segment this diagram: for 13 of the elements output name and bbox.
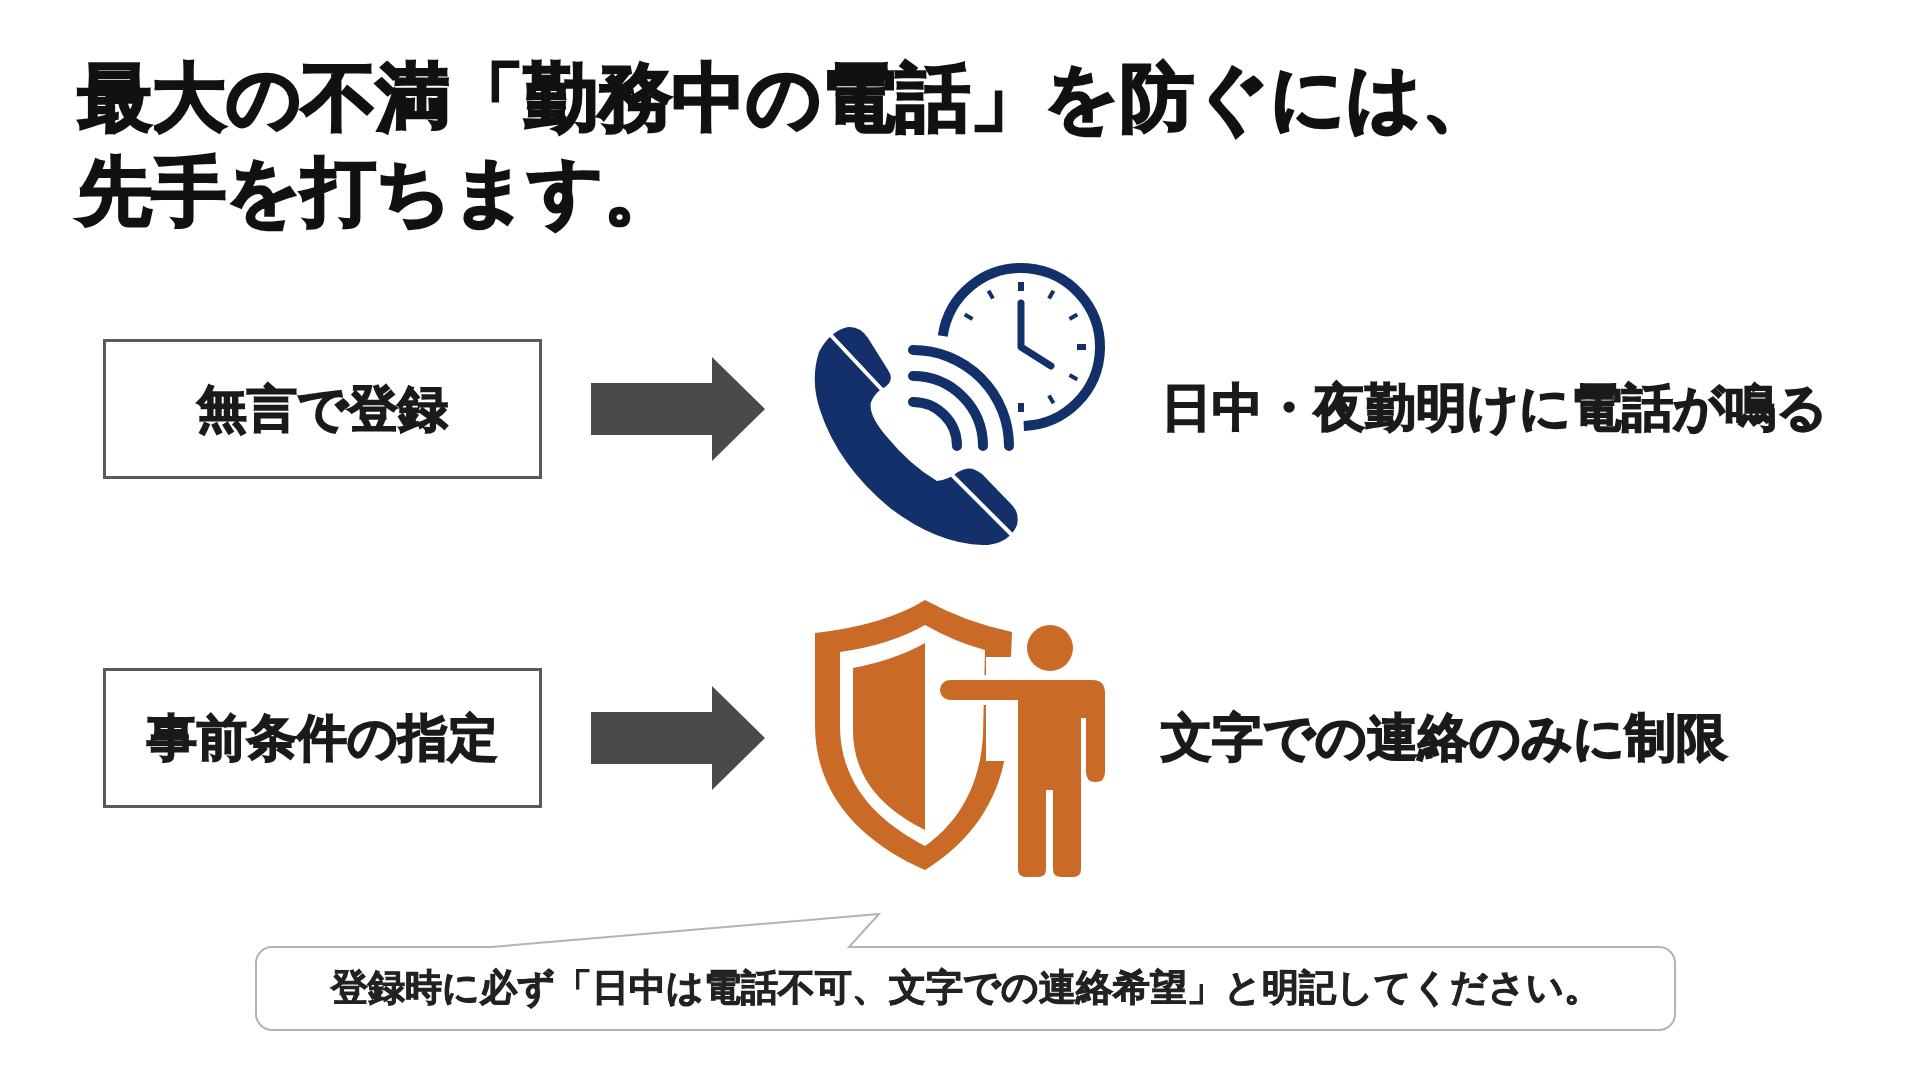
callout-text: 登録時に必ず「日中は電話不可、文字での連絡希望」と明記してください。 <box>330 966 1601 1011</box>
block-arrow <box>591 357 765 461</box>
description-text: 日中・夜勤明けに電話が鳴る <box>1161 377 1828 439</box>
speech-bubble <box>255 913 1676 1031</box>
box-label: 無言で登録 <box>197 379 448 439</box>
phone-clock-icon <box>814 261 1108 545</box>
slide-title: 最大の不満「勤務中の電話」を防ぐには、先手を打ちます。 <box>78 53 1497 236</box>
process-box <box>103 339 542 479</box>
process-box <box>103 668 542 808</box>
description-text: 文字での連絡のみに制限 <box>1161 707 1727 769</box>
box-label: 事前条件の指定 <box>147 708 498 768</box>
block-arrow <box>591 686 765 790</box>
shield-person-icon <box>814 600 1108 877</box>
